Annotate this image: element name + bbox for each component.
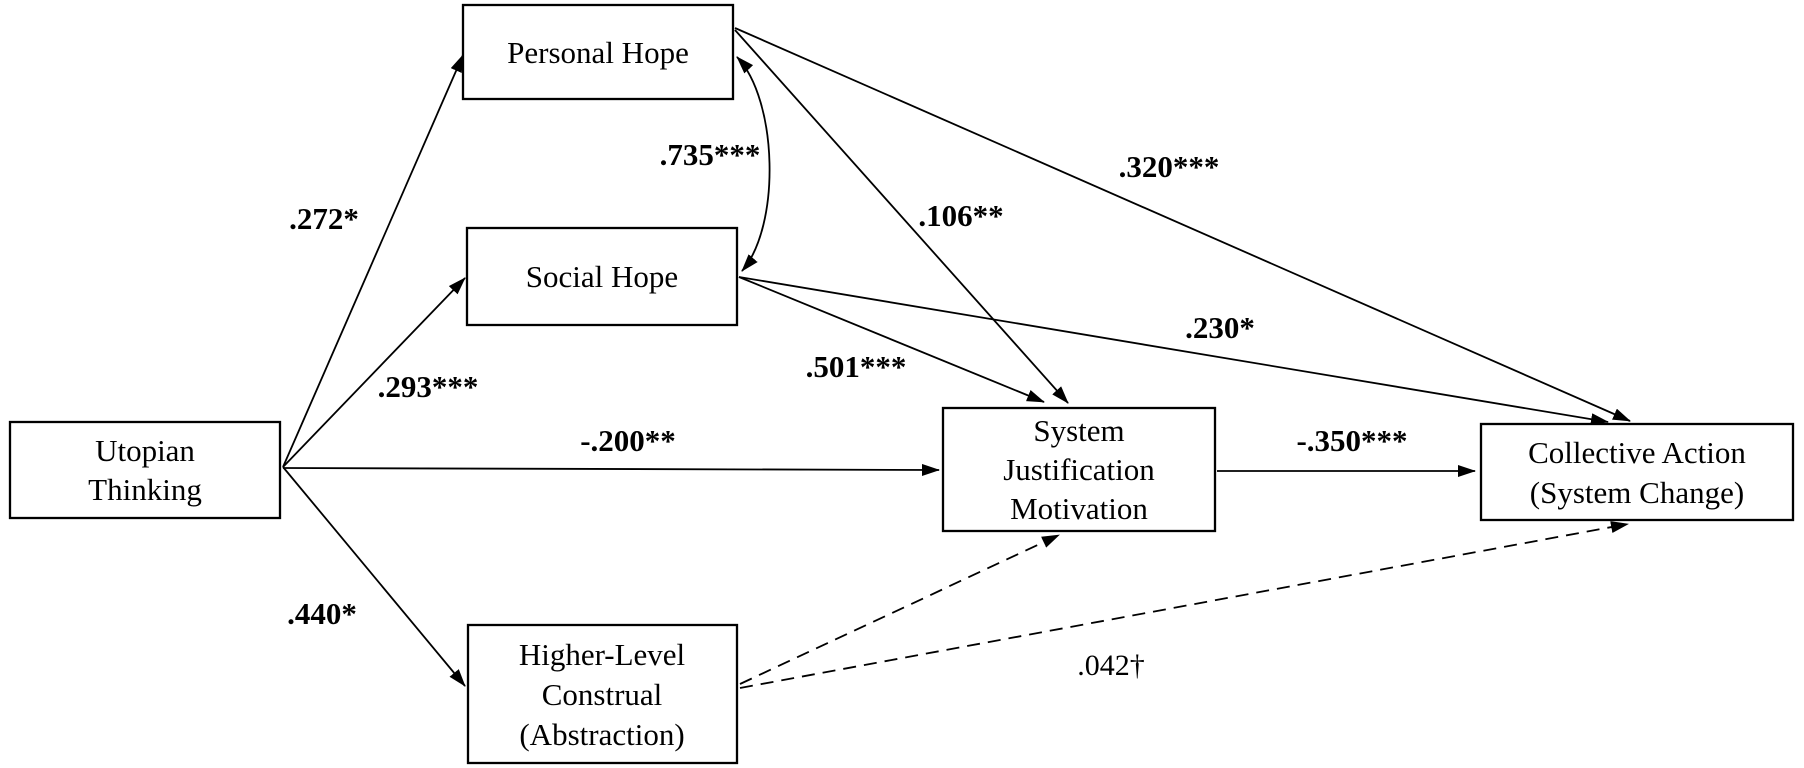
collective-action-label-line1: Collective Action bbox=[1528, 435, 1746, 470]
system-justification-label-line3: Motivation bbox=[1010, 491, 1148, 526]
higher-level-construal-box bbox=[466, 623, 739, 765]
system-justification-box bbox=[941, 406, 1217, 533]
path-social-hope-to-collective-action bbox=[738, 276, 1609, 426]
dashed-path-construal-to-system-justification bbox=[739, 534, 1060, 685]
personal-hope-box bbox=[461, 3, 735, 101]
collective-action-box bbox=[1479, 422, 1795, 522]
node-social-hope: Social Hope bbox=[465, 226, 739, 327]
coef-personal-collective: .320*** bbox=[1119, 149, 1220, 184]
path-personal-hope-to-system-justification bbox=[734, 29, 1069, 404]
coef-construal-collective: .042† bbox=[1077, 649, 1145, 682]
node-higher-level-construal: Higher-Level Construal (Abstraction) bbox=[466, 623, 739, 765]
path-personal-hope-to-collective-action bbox=[734, 27, 1631, 422]
coef-utopian-sjm: -.200** bbox=[580, 423, 676, 458]
coef-sjm-collective: -.350*** bbox=[1296, 423, 1407, 458]
utopian-thinking-label-line1: Utopian bbox=[95, 433, 195, 468]
personal-hope-label: Personal Hope bbox=[507, 35, 689, 70]
path-utopian-to-social-hope bbox=[282, 277, 466, 468]
path-utopian-to-system-justification bbox=[282, 463, 940, 476]
utopian-thinking-box bbox=[8, 420, 282, 520]
construal-label-line1: Higher-Level bbox=[519, 637, 685, 672]
node-collective-action: Collective Action (System Change) bbox=[1479, 422, 1795, 522]
path-social-hope-to-system-justification bbox=[738, 276, 1045, 403]
dashed-path-construal-to-collective-action bbox=[739, 521, 1629, 689]
path-utopian-to-higher-level-construal bbox=[282, 466, 466, 687]
path-utopian-to-personal-hope bbox=[282, 54, 464, 468]
covariance-personal-social-curve bbox=[736, 56, 771, 272]
node-utopian-thinking: Utopian Thinking bbox=[8, 420, 282, 520]
coef-social-collective: .230* bbox=[1185, 310, 1255, 345]
coef-utopian-social: .293*** bbox=[378, 369, 479, 404]
coef-utopian-personal: .272* bbox=[289, 201, 359, 236]
system-justification-label-line1: System bbox=[1033, 413, 1124, 448]
node-personal-hope: Personal Hope bbox=[461, 3, 735, 101]
coef-personal-sjm: .106** bbox=[918, 198, 1003, 233]
coef-social-sjm: .501*** bbox=[806, 349, 907, 384]
node-system-justification: System Justification Motivation bbox=[941, 406, 1217, 533]
construal-label-line3: (Abstraction) bbox=[519, 717, 684, 752]
collective-action-label-line2: (System Change) bbox=[1530, 475, 1744, 510]
social-hope-label: Social Hope bbox=[526, 259, 678, 294]
utopian-thinking-label-line2: Thinking bbox=[88, 472, 202, 507]
coef-utopian-construal: .440* bbox=[287, 596, 357, 631]
system-justification-label-line2: Justification bbox=[1003, 452, 1155, 487]
social-hope-box bbox=[465, 226, 739, 327]
construal-label-line2: Construal bbox=[542, 677, 663, 712]
coef-personal-social-covariance: .735*** bbox=[660, 137, 761, 172]
